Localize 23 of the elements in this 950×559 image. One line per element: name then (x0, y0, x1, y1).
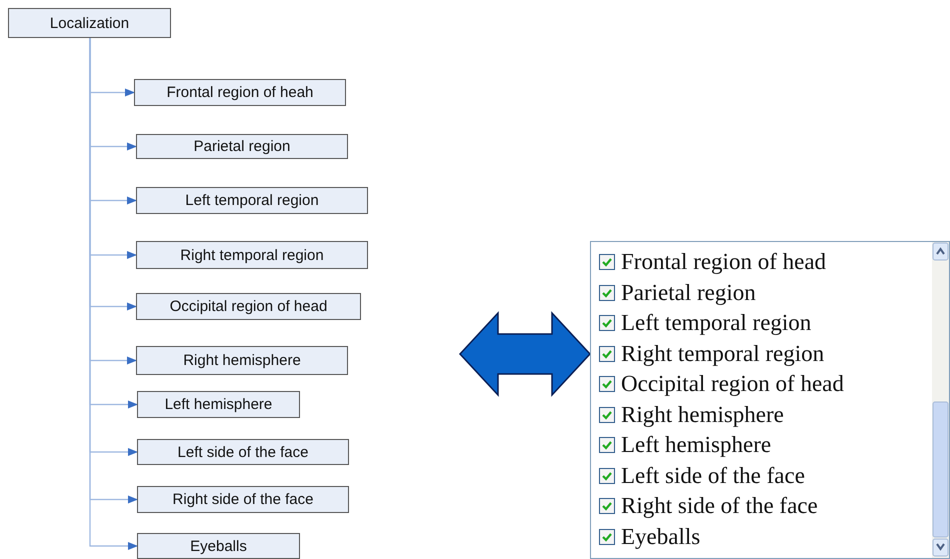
category-box: Right hemisphere (136, 346, 348, 375)
category-box: Left hemisphere (137, 391, 300, 418)
root-box: Localization (8, 8, 171, 38)
category-box: Frontal region of heah (134, 79, 346, 106)
item-label: Parietal region (621, 280, 756, 306)
category-box: Right side of the face (137, 486, 349, 513)
category-box: Occipital region of head (136, 293, 361, 320)
category-box: Right temporal region (136, 241, 368, 269)
item-label: Left temporal region (621, 310, 812, 336)
item-label: Eyeballs (621, 524, 700, 550)
item-label: Frontal region of head (621, 249, 826, 275)
item-label: Right hemisphere (621, 402, 784, 428)
item-label: Occipital region of head (621, 371, 844, 397)
category-box: Eyeballs (137, 533, 300, 559)
category-box: Left temporal region (136, 187, 368, 214)
item-label: Left hemisphere (621, 432, 772, 458)
checklist-panel (590, 241, 950, 559)
double-arrow (458, 311, 592, 397)
item-label: Left side of the face (621, 462, 805, 488)
category-box: Parietal region (136, 134, 348, 159)
category-box: Left side of the face (137, 439, 349, 465)
item-label: Right side of the face (621, 493, 818, 519)
item-label: Right temporal region (621, 340, 824, 366)
